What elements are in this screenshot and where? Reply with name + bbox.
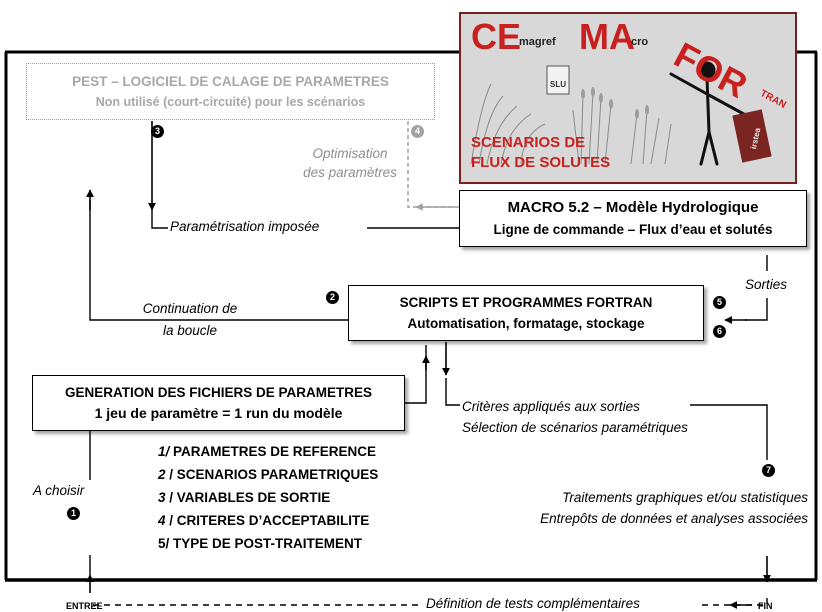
generation-subtitle: 1 jeu de paramètre = 1 run du modèle [94, 405, 343, 421]
logo-flux: FLUX DE SOLUTES [471, 154, 611, 171]
generation-box: GENERATION DES FICHIERS DE PARAMETRES 1 … [32, 375, 405, 431]
optimisation-label: Optimisation des paramètres [300, 144, 400, 182]
list-item: 5/ TYPE DE POST-TRAITEMENT [158, 536, 363, 551]
gen-to-scripts-line [405, 345, 427, 404]
scripts-subtitle: Automatisation, formatage, stockage [407, 316, 645, 331]
macro-subtitle: Ligne de commande – Flux d’eau et soluté… [493, 221, 773, 237]
param-line-left [151, 210, 168, 229]
marker-1: 1 [67, 507, 80, 520]
logo-magref: magref [519, 36, 556, 48]
optimisation-label-line1: Optimisation [312, 146, 388, 161]
logo-slu: SLU [550, 80, 566, 89]
entree-label: ENTREE [66, 601, 103, 611]
sorties-line-2 [745, 298, 768, 321]
criteres-to-fin-line [690, 404, 768, 460]
traitements-label-line1: Traitements graphiques et/ou statistique… [562, 490, 808, 505]
marker-4: 4 [411, 125, 424, 138]
logo-illustration [470, 61, 772, 166]
criteria-list: 1/ PARAMETRES DE REFERENCE 2 / SCENARIOS… [158, 440, 378, 555]
criteres-line [445, 378, 460, 406]
definition-dashed-line-right [702, 596, 768, 606]
logo-scenarios: SCENARIOS DE [471, 134, 586, 151]
logo-ce: CE [471, 16, 522, 57]
continuation-label: Continuation de la boucle [125, 298, 255, 342]
marker-5: 5 [713, 296, 726, 309]
sorties-label: Sorties [745, 277, 788, 292]
marker-3: 3 [151, 125, 164, 138]
list-item: 3 / VARIABLES DE SORTIE [158, 490, 331, 505]
definition-label: Définition de tests complémentaires [426, 596, 640, 611]
pest-title: PEST – LOGICIEL DE CALAGE DE PARAMETRES [72, 73, 389, 89]
scripts-title: SCRIPTS ET PROGRAMMES FORTRAN [399, 295, 653, 310]
continuation-line [89, 200, 348, 321]
cemagref-macro-fortran-logo: CE magref MA cro FOR TRAN SLU irstea SCE… [459, 12, 797, 184]
list-item: 2 / SCENARIOS PARAMETRIQUES [158, 467, 379, 482]
traitements-label-line2: Entrepôts de données et analyses associé… [540, 511, 808, 526]
continuation-label-line1: Continuation de [142, 301, 238, 316]
generation-title: GENERATION DES FICHIERS DE PARAMETRES [64, 385, 373, 400]
traitements-label: Traitements graphiques et/ou statistique… [490, 487, 808, 529]
macro-title: MACRO 5.2 – Modèle Hydrologique [507, 198, 759, 216]
pest-subtitle: Non utilisé (court-circuité) pour les sc… [95, 94, 366, 109]
macro-box: MACRO 5.2 – Modèle Hydrologique Ligne de… [459, 190, 807, 247]
scripts-box: SCRIPTS ET PROGRAMMES FORTRAN Automatisa… [348, 285, 704, 341]
marker-6: 6 [713, 325, 726, 338]
fin-label: FIN [758, 601, 773, 611]
continuation-label-line2: la boucle [162, 323, 218, 338]
logo-cro: cro [631, 36, 649, 48]
criteres-label-line2: Sélection de scénarios paramétriques [462, 420, 688, 435]
pest-box: PEST – LOGICIEL DE CALAGE DE PARAMETRES … [26, 63, 435, 120]
logo-ma: MA [579, 16, 635, 57]
list-item: 1/ PARAMETRES DE REFERENCE [158, 444, 377, 459]
parametrisation-label: Paramétrisation imposée [170, 219, 320, 234]
list-item: 4 / CRITERES D’ACCEPTABILITE [158, 513, 370, 528]
marker-7: 7 [762, 464, 775, 477]
marker-2: 2 [326, 291, 339, 304]
optimisation-label-line2: des paramètres [303, 165, 397, 180]
criteres-label: Critères appliqués aux sorties Sélection… [462, 396, 688, 438]
a-choisir-label: A choisir [33, 483, 85, 498]
criteres-label-line1: Critères appliqués aux sorties [462, 399, 640, 414]
